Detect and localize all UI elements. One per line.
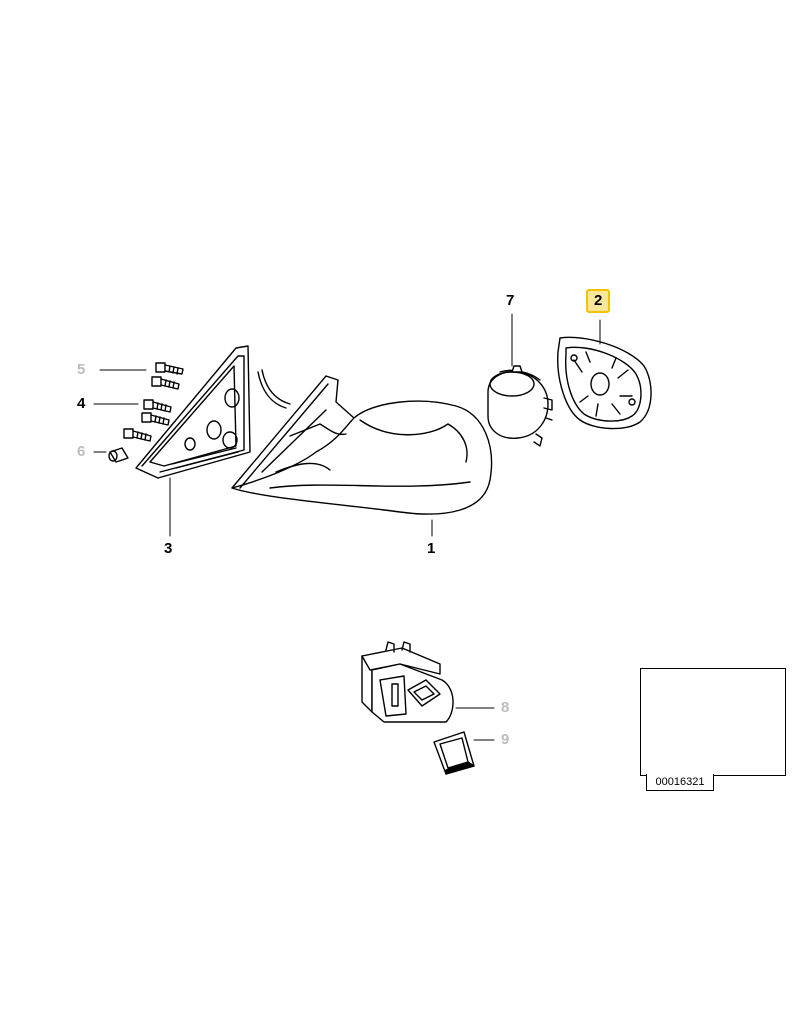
screw-4b[interactable] [141, 412, 170, 426]
mirror-housing[interactable] [231, 369, 493, 515]
callout-label-4[interactable]: 4 [77, 395, 86, 412]
leader-lines [93, 313, 601, 741]
screw-5a[interactable] [155, 362, 184, 375]
diagram-code: 00016321 [646, 774, 714, 791]
screw-4a[interactable] [143, 399, 172, 413]
clip-6[interactable] [108, 447, 129, 463]
mirror-switch[interactable] [361, 641, 454, 723]
callout-label-8[interactable]: 8 [501, 699, 510, 716]
screw-5b[interactable] [151, 376, 180, 390]
callout-label-7[interactable]: 7 [506, 292, 515, 309]
mirror-glass[interactable] [557, 336, 652, 430]
callout-label-3[interactable]: 3 [164, 540, 173, 557]
callout-label-6[interactable]: 6 [77, 443, 86, 460]
callout-label-1[interactable]: 1 [427, 540, 436, 557]
callout-label-2[interactable]: 2 [586, 289, 611, 313]
mirror-base-plate[interactable] [135, 345, 251, 479]
callout-label-5[interactable]: 5 [77, 361, 86, 378]
vehicle-thumbnail [640, 668, 786, 776]
mirror-motor[interactable] [487, 365, 553, 447]
screw-4c[interactable] [123, 428, 152, 442]
callout-label-9[interactable]: 9 [501, 731, 510, 748]
switch-knob[interactable] [433, 731, 475, 775]
